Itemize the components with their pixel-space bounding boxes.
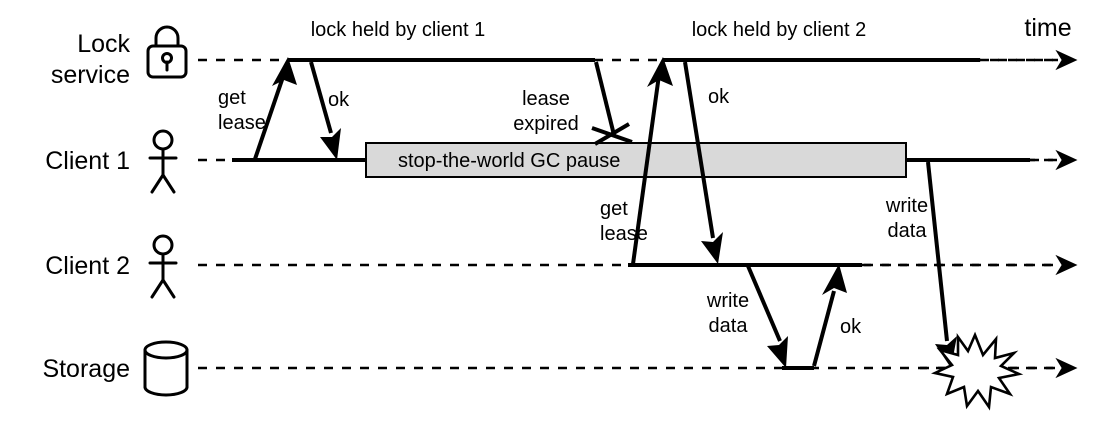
message-label-write-data-client-2-line1: write bbox=[706, 290, 749, 312]
message-label-write-data-client-1-line2: data bbox=[888, 220, 928, 242]
lane-header-client-1: Client 1 bbox=[45, 129, 178, 194]
message-label-ok-client-1: ok bbox=[328, 89, 350, 111]
lane-label-client-2: Client 2 bbox=[45, 252, 130, 280]
lane-label-lock-service-line2: service bbox=[51, 61, 130, 89]
lane-header-client-2: Client 2 bbox=[45, 234, 178, 299]
message-label-lease-expired-line2: expired bbox=[513, 113, 579, 135]
gc-pause-band: stop-the-world GC pause bbox=[365, 142, 907, 178]
message-label-lease-expired-line1: lease bbox=[522, 88, 570, 110]
message-label-get-lease-client-1-line1: get bbox=[218, 87, 246, 109]
message-get-lease-client-1: get lease bbox=[218, 57, 297, 160]
stick-figure-icon bbox=[148, 234, 178, 299]
lane-header-lock-service: Lock service bbox=[51, 25, 188, 89]
database-cylinder-icon bbox=[143, 340, 189, 397]
lane-label-lock-service-line1: Lock bbox=[77, 30, 130, 58]
arrowhead bbox=[272, 57, 297, 86]
message-lease-expired: lease expired bbox=[513, 61, 633, 146]
message-label-ok-storage: ok bbox=[840, 316, 862, 338]
arrowhead bbox=[822, 264, 847, 295]
time-axis-label: time bbox=[1024, 14, 1071, 42]
arrowhead bbox=[647, 57, 673, 87]
x-terminator-icon bbox=[591, 122, 633, 146]
message-label-ok-client-2: ok bbox=[708, 86, 730, 108]
message-write-data-client-2: write data bbox=[706, 265, 788, 368]
message-label-write-data-client-2-line2: data bbox=[709, 315, 749, 337]
conflict-burst-icon bbox=[931, 331, 1024, 411]
lane-label-client-1: Client 1 bbox=[45, 147, 130, 175]
message-get-lease-client-2: get lease bbox=[600, 57, 673, 265]
arrowhead bbox=[701, 232, 723, 264]
message-ok-client-2: ok bbox=[683, 61, 730, 264]
arrowhead bbox=[320, 128, 341, 160]
padlock-icon bbox=[146, 25, 188, 79]
message-label-get-lease-client-1-line2: lease bbox=[218, 112, 266, 134]
span-label-lock-held-client-2: lock held by client 2 bbox=[692, 19, 867, 41]
message-label-get-lease-client-2-line2: lease bbox=[600, 223, 648, 245]
message-label-get-lease-client-2-line1: get bbox=[600, 198, 628, 220]
lane-header-storage: Storage bbox=[42, 340, 189, 397]
message-ok-client-1: ok bbox=[309, 61, 350, 160]
stick-figure-icon bbox=[148, 129, 178, 194]
lane-label-storage: Storage bbox=[42, 355, 130, 383]
message-ok-storage: ok bbox=[812, 264, 862, 367]
gc-pause-label: stop-the-world GC pause bbox=[398, 150, 620, 172]
span-label-lock-held-client-1: lock held by client 1 bbox=[311, 19, 486, 41]
arrowhead bbox=[767, 336, 788, 368]
message-label-write-data-client-1-line1: write bbox=[885, 195, 928, 217]
